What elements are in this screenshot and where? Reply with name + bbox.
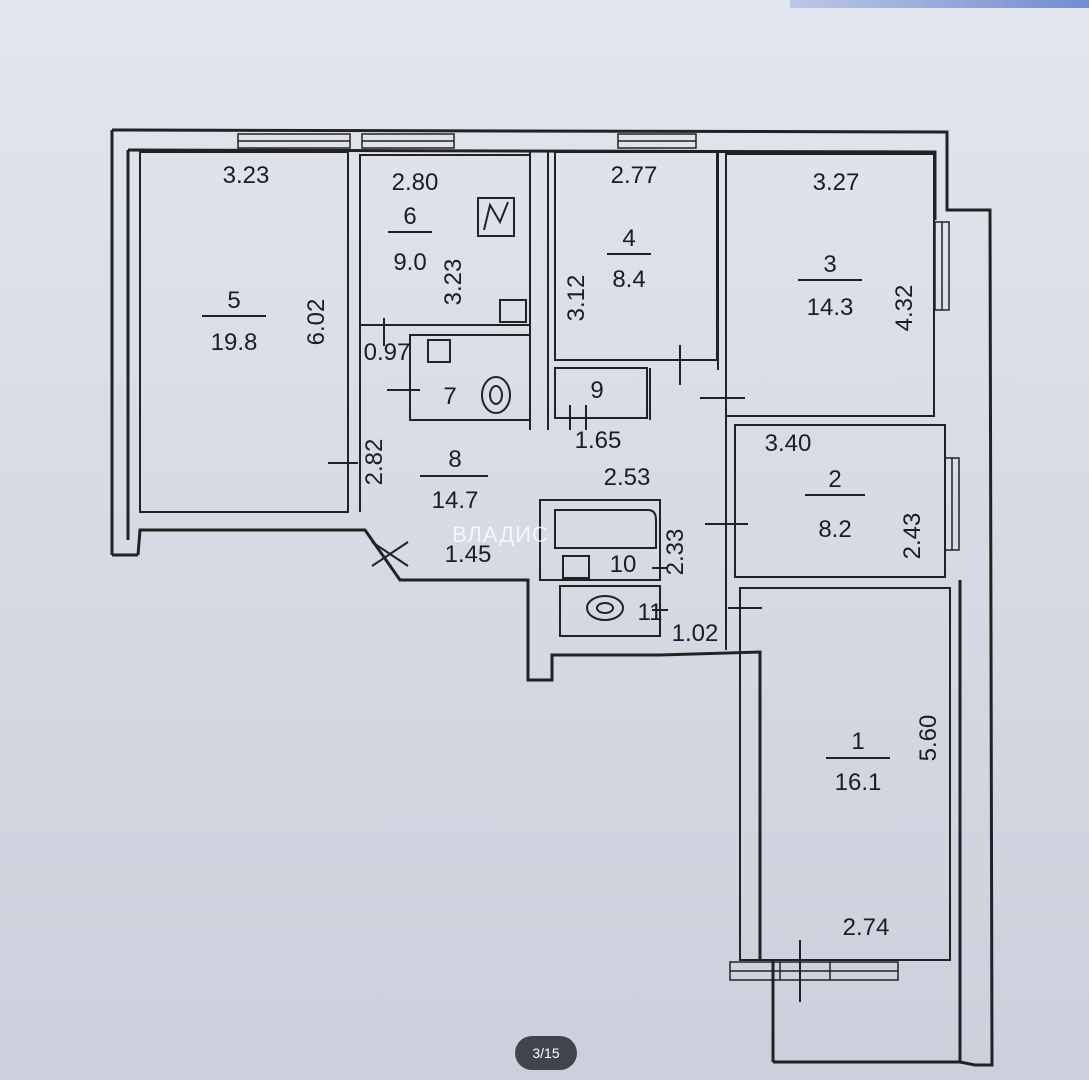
watermark: ВЛАДИС bbox=[452, 522, 549, 547]
room-outline-3 bbox=[725, 153, 935, 417]
dimension-label: 1.65 bbox=[575, 427, 622, 454]
room-outline-10 bbox=[539, 499, 661, 581]
room-number-1: 1 bbox=[851, 728, 864, 755]
room-area-2: 8.2 bbox=[818, 516, 851, 543]
dimension-label: 2.74 bbox=[843, 914, 890, 941]
room-area-6: 9.0 bbox=[393, 249, 426, 276]
bathtub-icon bbox=[554, 509, 657, 549]
top-edge-strip bbox=[790, 0, 1089, 8]
sink-icon bbox=[499, 299, 527, 323]
stove-icon bbox=[477, 197, 515, 237]
toilet-icon bbox=[481, 376, 511, 414]
fixtures bbox=[427, 197, 657, 621]
dimension-label: 3.23 bbox=[223, 162, 270, 189]
dimension-label: 2.33 bbox=[662, 529, 689, 576]
room-labels: 5 19.8 6 9.0 4 8.4 3 14.3 7 9 8 14.7 2 8… bbox=[202, 203, 890, 796]
room-number-3: 3 bbox=[823, 251, 836, 278]
dimension-label: 0.97 bbox=[364, 339, 411, 366]
room-area-3: 14.3 bbox=[807, 294, 854, 321]
dimension-label: 2.53 bbox=[604, 464, 651, 491]
dimension-label: 2.82 bbox=[361, 439, 388, 486]
washbasin-icon bbox=[427, 339, 451, 363]
room-area-8: 14.7 bbox=[432, 487, 479, 514]
room-number-9: 9 bbox=[590, 377, 603, 404]
dimension-label: 4.32 bbox=[891, 285, 918, 332]
dimension-label: 3.12 bbox=[563, 275, 590, 322]
dimension-labels: 3.23 2.80 2.77 3.27 6.02 3.23 3.12 4.32 … bbox=[223, 162, 942, 941]
room-number-6: 6 bbox=[403, 203, 416, 230]
dimension-label: 1.02 bbox=[672, 620, 719, 647]
dimension-label: 3.23 bbox=[440, 259, 467, 306]
room-number-5: 5 bbox=[227, 287, 240, 314]
dimension-label: 3.40 bbox=[765, 430, 812, 457]
dimension-label: 2.77 bbox=[611, 162, 658, 189]
room-outline-9 bbox=[554, 367, 648, 419]
room-number-7: 7 bbox=[443, 383, 456, 410]
toilet-icon bbox=[586, 595, 624, 621]
room-number-2: 2 bbox=[828, 466, 841, 493]
room-number-10: 10 bbox=[610, 551, 637, 578]
washbasin-icon bbox=[562, 555, 590, 579]
windows bbox=[237, 133, 960, 981]
dimension-label: 3.27 bbox=[813, 169, 860, 196]
room-number-4: 4 bbox=[622, 225, 635, 252]
door-marks bbox=[328, 318, 801, 1002]
room-outline-1 bbox=[739, 587, 951, 961]
room-area-5: 19.8 bbox=[211, 329, 258, 356]
room-outlines bbox=[139, 151, 951, 961]
room-number-11: 11 bbox=[638, 599, 663, 626]
room-number-8: 8 bbox=[448, 446, 461, 473]
dimension-label: 5.60 bbox=[915, 715, 942, 762]
dimension-label: 2.43 bbox=[899, 513, 926, 560]
dimension-label: 2.80 bbox=[392, 169, 439, 196]
room-area-4: 8.4 bbox=[612, 266, 645, 293]
page-indicator[interactable]: 3/15 bbox=[515, 1036, 577, 1070]
room-area-1: 16.1 bbox=[835, 769, 882, 796]
dimension-label: 1.45 bbox=[445, 541, 492, 568]
dimension-label: 6.02 bbox=[303, 299, 330, 346]
